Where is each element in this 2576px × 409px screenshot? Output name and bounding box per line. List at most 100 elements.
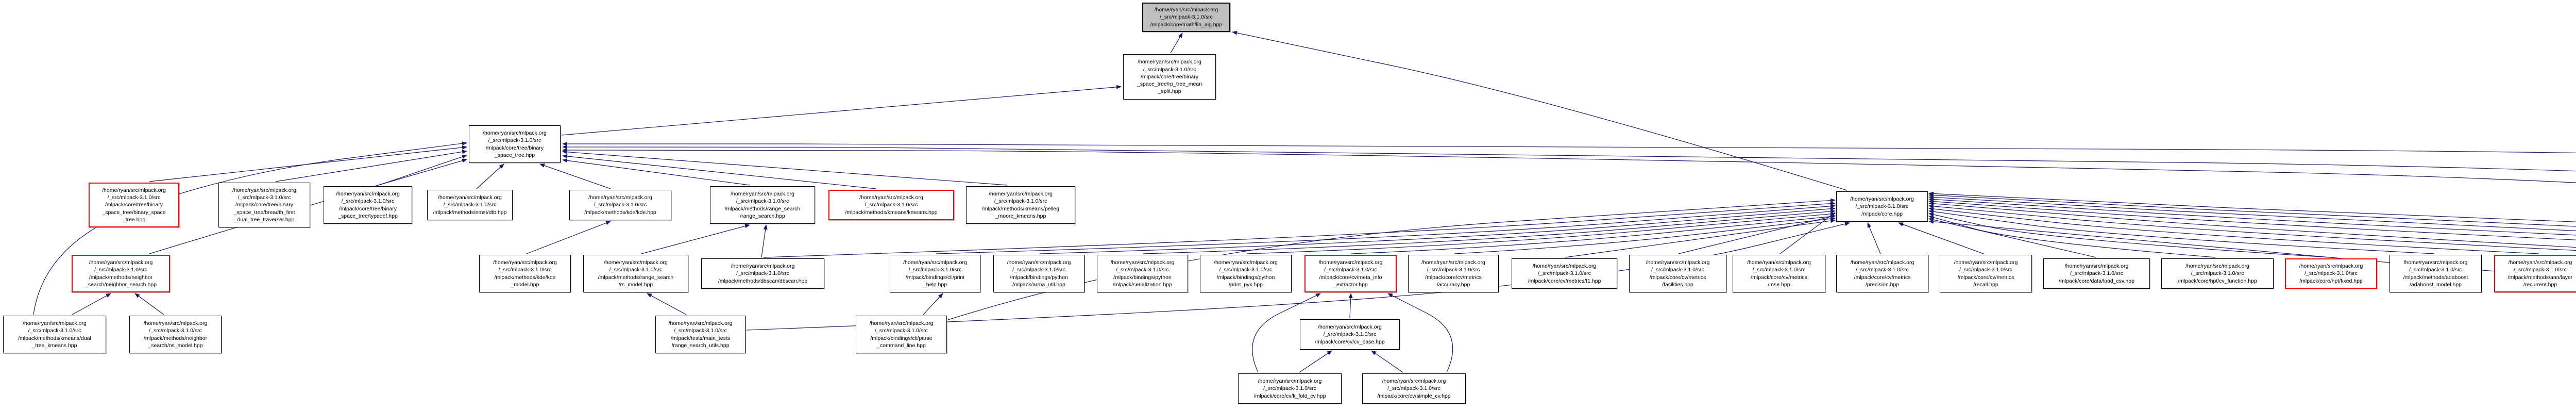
node-path-line: /mlpack/methods/kde/kde bbox=[494, 274, 556, 281]
graph-node-load_csv[interactable]: /home/ryan/src/mlpack.org/_src/mlpack-3.… bbox=[2043, 258, 2150, 289]
node-path-line: /mlpack/core/tree/binary bbox=[235, 202, 294, 208]
graph-node-cv_function[interactable]: /home/ryan/src/mlpack.org/_src/mlpack-3.… bbox=[2161, 258, 2274, 289]
node-path-line: /_src/mlpack-3.1.0/src bbox=[1012, 267, 1065, 273]
graph-node-k_fold_cv[interactable]: /home/ryan/src/mlpack.org/_src/mlpack-3.… bbox=[1238, 373, 1342, 404]
graph-node-accuracy[interactable]: /home/ryan/src/mlpack.org/_src/mlpack-3.… bbox=[1408, 255, 1499, 292]
node-path-line: /home/ryan/src/mlpack.org bbox=[493, 259, 557, 266]
include-edge-ra_model-to-binary_space_tree_umbrella bbox=[562, 148, 2576, 183]
node-path-line: /mlpack/methods/emst/dtb.hpp bbox=[433, 209, 507, 216]
node-path-line: _extractor.hpp bbox=[1333, 281, 1368, 288]
graph-node-range_search_utils[interactable]: /home/ryan/src/mlpack.org/_src/mlpack-3.… bbox=[655, 316, 745, 353]
include-edge-cv_base-to-meta_info_extractor bbox=[1348, 293, 1353, 319]
node-path-line: /recall.hpp bbox=[1973, 281, 1998, 288]
node-path-line: /recurrent.hpp bbox=[2523, 281, 2557, 288]
include-edge-facilities-to-core bbox=[1678, 215, 1836, 254]
include-edge-gini_gain-to-core bbox=[1928, 199, 2576, 240]
node-path-line: /home/ryan/src/mlpack.org bbox=[1110, 259, 1175, 266]
node-path-line: /home/ryan/src/mlpack.org bbox=[859, 194, 923, 201]
node-path-line: _space_tree/typedef.hpp bbox=[338, 212, 398, 219]
graph-node-dual_tree_kmeans[interactable]: /home/ryan/src/mlpack.org/_src/mlpack-3.… bbox=[3, 316, 106, 353]
node-path-line: /_src/mlpack-3.1.0/src bbox=[1160, 14, 1213, 21]
node-path-line: /_src/mlpack-3.1.0/src bbox=[594, 202, 647, 208]
graph-node-dbscan[interactable]: /home/ryan/src/mlpack.org/_src/mlpack-3.… bbox=[701, 258, 824, 289]
node-path-line: /_src/mlpack-3.1.0/src bbox=[149, 328, 202, 334]
graph-node-kde_model[interactable]: /home/ryan/src/mlpack.org/_src/mlpack-3.… bbox=[479, 255, 571, 292]
node-path-line: /home/ryan/src/mlpack.org bbox=[438, 194, 502, 201]
include-edge-accuracy-to-core bbox=[1454, 217, 1836, 254]
node-path-line: /_src/mlpack-3.1.0/src bbox=[2070, 270, 2123, 277]
graph-node-arma_util[interactable]: /home/ryan/src/mlpack.org/_src/mlpack-3.… bbox=[993, 255, 1084, 292]
include-edge-cv_function-to-core bbox=[1928, 215, 2216, 258]
node-path-line: /home/ryan/src/mlpack.org bbox=[668, 320, 733, 327]
node-path-line: /mlpack/core/cv/metrics bbox=[1425, 274, 1482, 281]
graph-node-root: /home/ryan/src/mlpack.org/_src/mlpack-3.… bbox=[1142, 3, 1230, 32]
node-path-line: /mlpack/core/tree/binary bbox=[105, 202, 163, 208]
graph-node-print_help[interactable]: /home/ryan/src/mlpack.org/_src/mlpack-3.… bbox=[890, 255, 980, 292]
graph-node-print_pyx[interactable]: /home/ryan/src/mlpack.org/_src/mlpack-3.… bbox=[1200, 255, 1292, 292]
node-path-line: /facilities.hpp bbox=[1662, 281, 1693, 288]
node-path-line: _dual_tree_traverser.hpp bbox=[234, 216, 295, 223]
include-edge-dual_tree_kmeans-to-neighbor_search bbox=[72, 293, 111, 315]
graph-node-bst_typedef[interactable]: /home/ryan/src/mlpack.org/_src/mlpack-3.… bbox=[324, 186, 412, 224]
graph-node-pelleg_moore_kmeans[interactable]: /home/ryan/src/mlpack.org/_src/mlpack-3.… bbox=[966, 186, 1075, 224]
graph-node-neighbor_search[interactable]: /home/ryan/src/mlpack.org/_src/mlpack-3.… bbox=[72, 255, 170, 292]
include-edge-kde_model-to-kde bbox=[526, 221, 611, 254]
node-path-line: /home/ryan/src/mlpack.org bbox=[1646, 259, 1710, 266]
node-path-line: /home/ryan/src/mlpack.org bbox=[1318, 324, 1382, 331]
node-path-line: /home/ryan/src/mlpack.org bbox=[2299, 263, 2363, 270]
graph-node-breadth_first_dual_tree_traverser[interactable]: /home/ryan/src/mlpack.org/_src/mlpack-3.… bbox=[218, 183, 310, 227]
node-path-line: /mlpack/bindings/python bbox=[1216, 274, 1275, 281]
node-path-line: /home/ryan/src/mlpack.org bbox=[483, 130, 547, 137]
node-path-line: /_src/mlpack-3.1.0/src bbox=[107, 194, 161, 201]
node-path-line: /mlpack/core/cv/meta_info bbox=[1319, 274, 1382, 281]
graph-node-parse_command_line[interactable]: /home/ryan/src/mlpack.org/_src/mlpack-3.… bbox=[856, 316, 947, 353]
include-edge-recall-to-core bbox=[1898, 222, 1984, 254]
node-path-line: _space_tree/breadth_first bbox=[233, 209, 295, 216]
graph-node-binary_space_tree_umbrella[interactable]: /home/ryan/src/mlpack.org/_src/mlpack-3.… bbox=[469, 125, 561, 163]
node-path-line: /_src/mlpack-3.1.0/src bbox=[238, 194, 291, 201]
node-path-line: /adaboost_model.hpp bbox=[2410, 281, 2462, 288]
node-path-line: /home/ryan/src/mlpack.org bbox=[903, 259, 967, 266]
graph-node-simple_cv[interactable]: /home/ryan/src/mlpack.org/_src/mlpack-3.… bbox=[1362, 373, 1466, 404]
graph-node-core[interactable]: /home/ryan/src/mlpack.org/_src/mlpack-3.… bbox=[1836, 191, 1928, 222]
node-path-line: /home/ryan/src/mlpack.org bbox=[1138, 59, 1201, 66]
node-path-line: _tree_kmeans.hpp bbox=[32, 342, 77, 349]
graph-node-fixed[interactable]: /home/ryan/src/mlpack.org/_src/mlpack-3.… bbox=[2285, 258, 2377, 289]
node-path-line: /home/ryan/src/mlpack.org bbox=[588, 194, 652, 201]
graph-node-recurrent[interactable]: /home/ryan/src/mlpack.org/_src/mlpack-3.… bbox=[2494, 255, 2576, 292]
node-path-line: /home/ryan/src/mlpack.org bbox=[2508, 259, 2572, 266]
node-path-line: /home/ryan/src/mlpack.org bbox=[1747, 259, 1811, 266]
graph-node-recall[interactable]: /home/ryan/src/mlpack.org/_src/mlpack-3.… bbox=[1940, 255, 2032, 292]
graph-node-adaboost_model[interactable]: /home/ryan/src/mlpack.org/_src/mlpack-3.… bbox=[2389, 255, 2482, 292]
graph-node-cv_base[interactable]: /home/ryan/src/mlpack.org/_src/mlpack-3.… bbox=[1300, 319, 1400, 350]
node-path-line: /mlpack/methods/kde/kde.hpp bbox=[584, 209, 656, 216]
node-path-line: /mlpack/core/cv/metrics bbox=[1854, 274, 1911, 281]
graph-node-rp_tree_mean_split[interactable]: /home/ryan/src/mlpack.org/_src/mlpack-3.… bbox=[1123, 54, 1216, 100]
include-edge-simple_cv-to-meta_info_extractor bbox=[1387, 293, 1453, 373]
graph-node-precision[interactable]: /home/ryan/src/mlpack.org/_src/mlpack-3.… bbox=[1836, 255, 1928, 292]
node-path-line: /mlpack/core/tree/binary bbox=[485, 144, 544, 151]
node-path-line: /mlpack/bindings/python bbox=[1010, 274, 1068, 281]
graph-node-binary_space_tree[interactable]: /home/ryan/src/mlpack.org/_src/mlpack-3.… bbox=[89, 183, 179, 227]
node-path-line: /_src/mlpack-3.1.0/src bbox=[498, 267, 552, 273]
include-edge-core-to-root bbox=[1232, 30, 1848, 191]
graph-node-rs_model[interactable]: /home/ryan/src/mlpack.org/_src/mlpack-3.… bbox=[583, 255, 688, 292]
graph-node-kmeans[interactable]: /home/ryan/src/mlpack.org/_src/mlpack-3.… bbox=[828, 190, 954, 220]
include-edge-adaboost_model-to-core bbox=[1928, 209, 2435, 254]
graph-node-dtb[interactable]: /home/ryan/src/mlpack.org/_src/mlpack-3.… bbox=[427, 190, 513, 220]
graph-node-py_serialization[interactable]: /home/ryan/src/mlpack.org/_src/mlpack-3.… bbox=[1097, 255, 1188, 292]
graph-node-range_search[interactable]: /home/ryan/src/mlpack.org/_src/mlpack-3.… bbox=[710, 186, 815, 224]
graph-node-f1[interactable]: /home/ryan/src/mlpack.org/_src/mlpack-3.… bbox=[1512, 258, 1617, 289]
node-path-line: /mlpack/methods/adaboost bbox=[2403, 274, 2468, 281]
node-path-line: /_src/mlpack-3.1.0/src bbox=[443, 202, 497, 208]
graph-node-facilities[interactable]: /home/ryan/src/mlpack.org/_src/mlpack-3.… bbox=[1629, 255, 1726, 292]
graph-node-meta_info_extractor[interactable]: /home/ryan/src/mlpack.org/_src/mlpack-3.… bbox=[1304, 255, 1397, 292]
graph-node-ns_model[interactable]: /home/ryan/src/mlpack.org/_src/mlpack-3.… bbox=[129, 316, 222, 353]
graph-node-mse[interactable]: /home/ryan/src/mlpack.org/_src/mlpack-3.… bbox=[1733, 255, 1825, 292]
node-path-line: /mlpack/core.hpp bbox=[1861, 210, 1903, 217]
graph-node-kde[interactable]: /home/ryan/src/mlpack.org/_src/mlpack-3.… bbox=[569, 190, 671, 220]
node-path-line: /home/ryan/src/mlpack.org bbox=[731, 263, 795, 270]
node-path-line: /mlpack/core/cv/cv_base.hpp bbox=[1315, 338, 1385, 345]
node-path-line: /_src/mlpack-3.1.0/src bbox=[28, 328, 81, 334]
node-path-line: /mlpack/methods/range_search bbox=[598, 274, 674, 281]
